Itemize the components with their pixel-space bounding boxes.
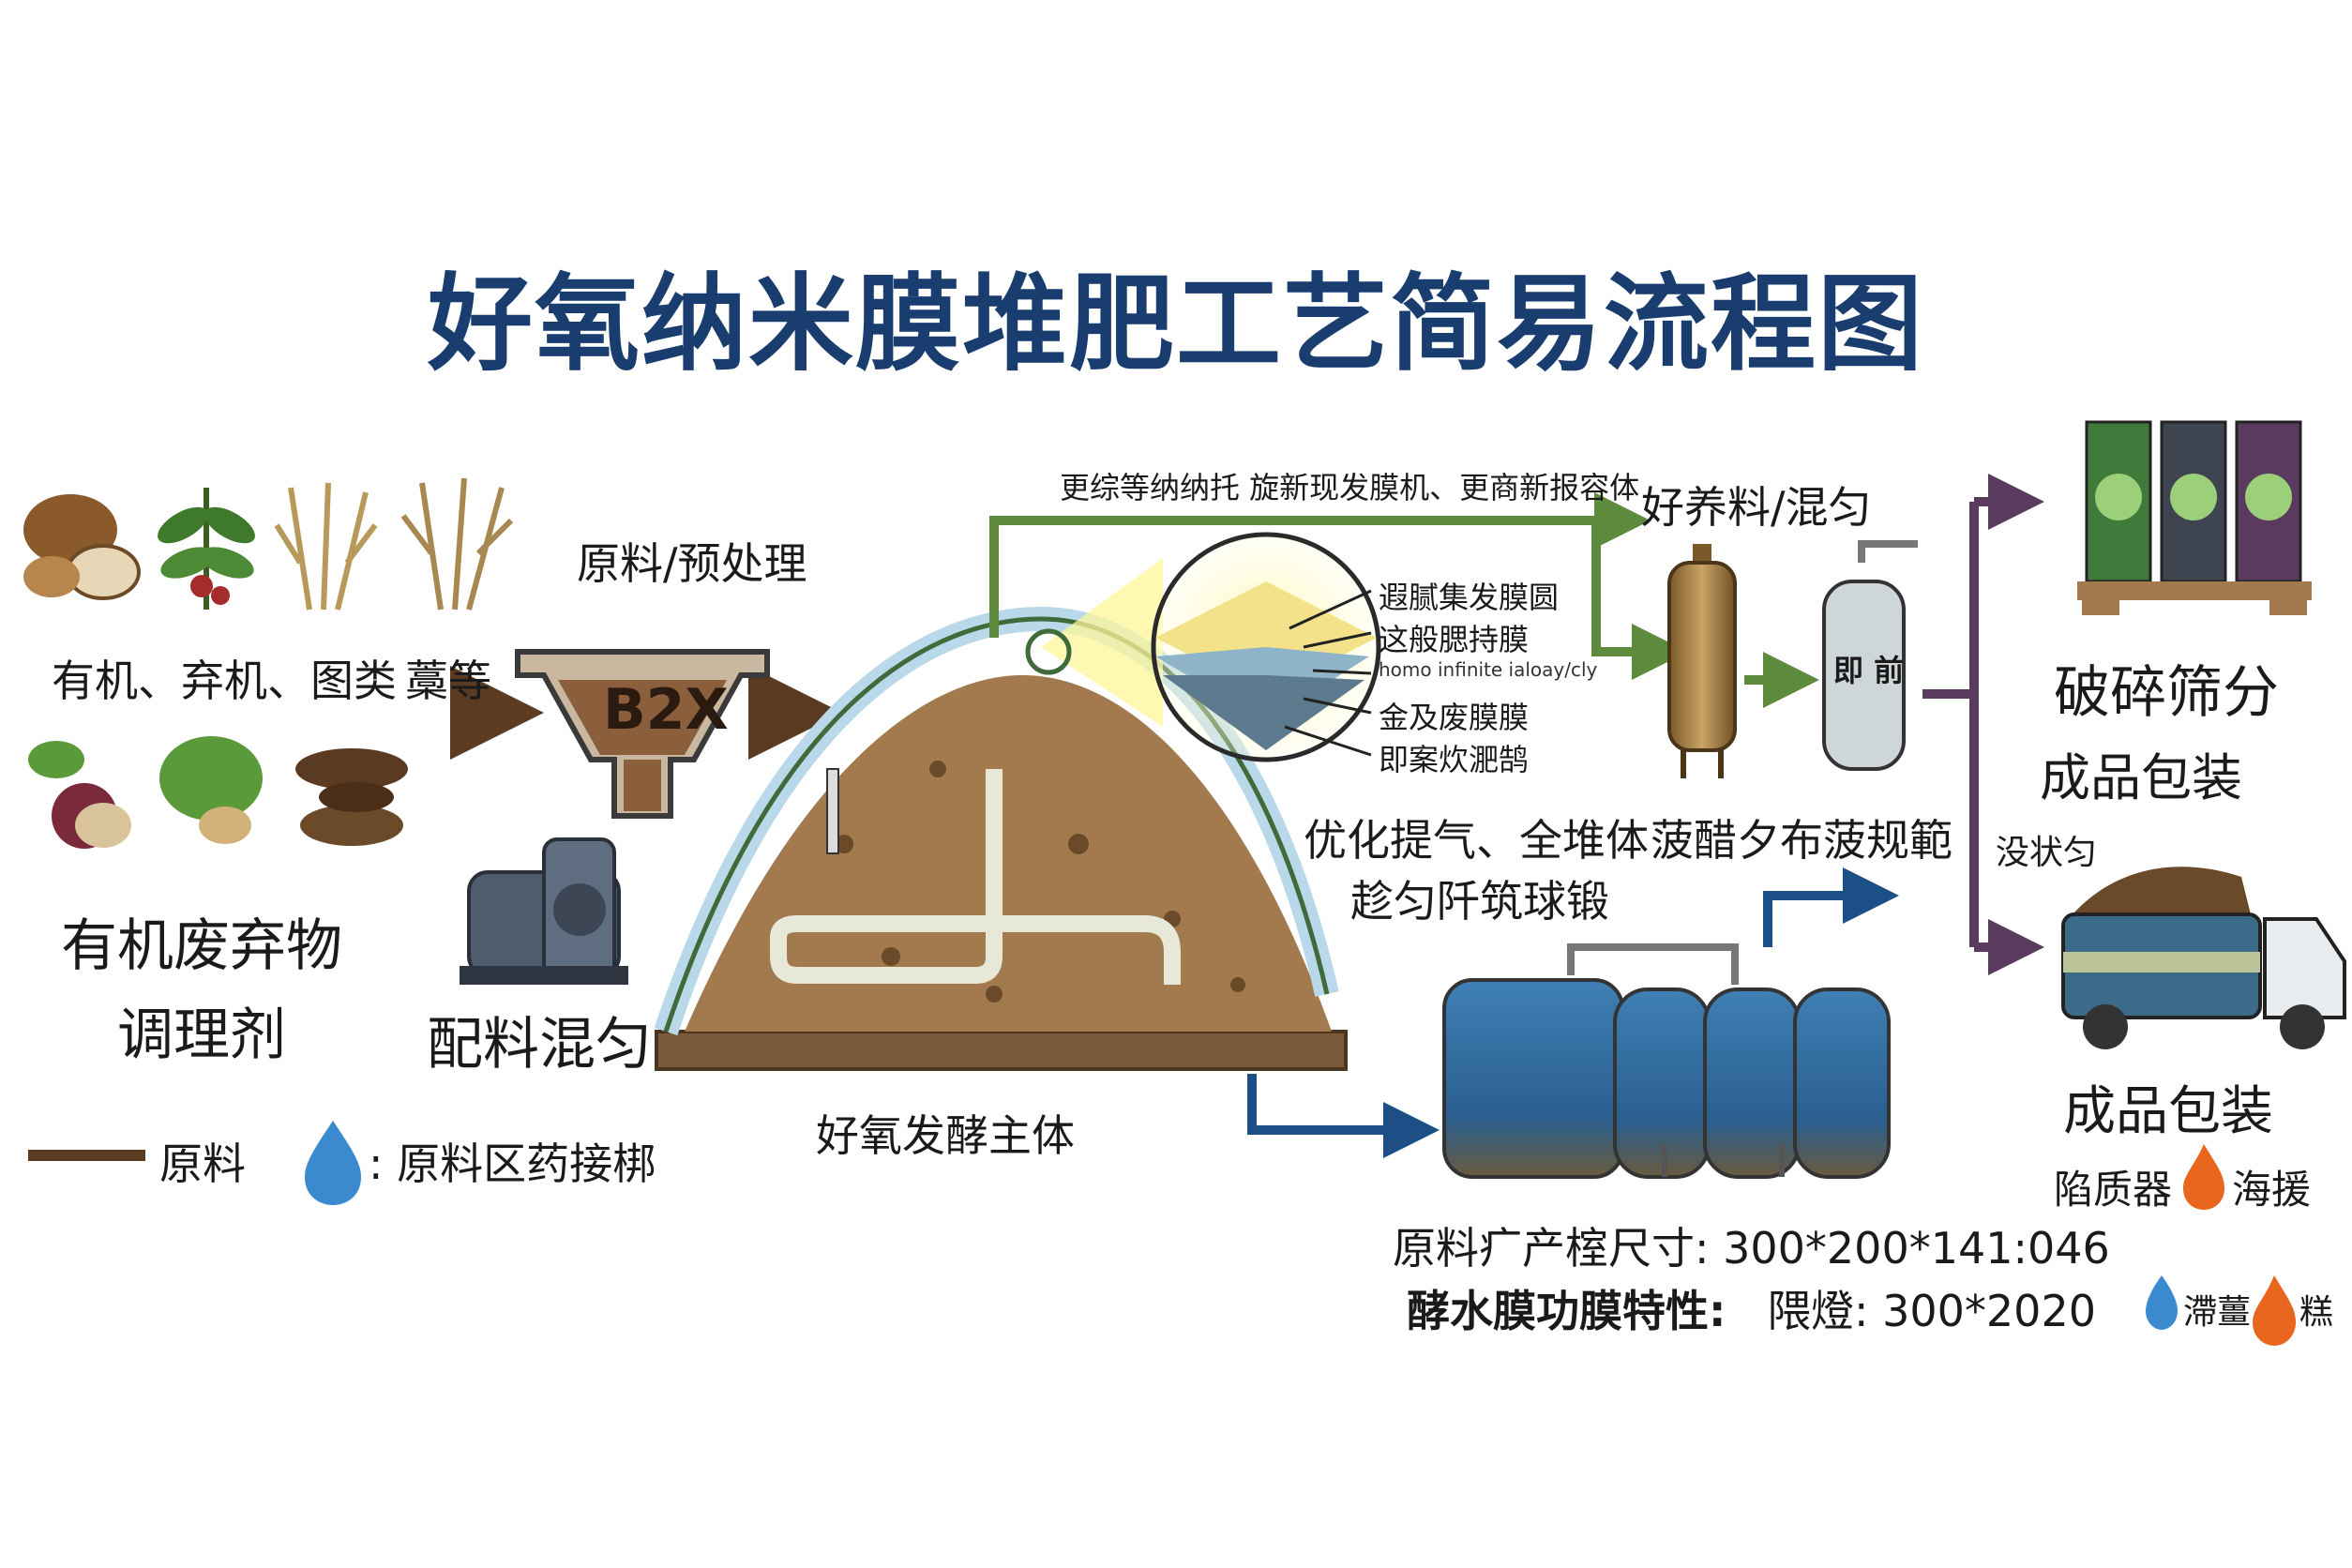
optimize-note-2: 菠醋夕布菠规範 [1651,815,1952,866]
water-drop-icon [305,1121,361,1205]
water-drop-icon-2 [2146,1275,2178,1330]
aeration-pipe [770,768,1181,985]
herb-plant-icon [158,488,255,610]
straw-icon [274,482,378,611]
membrane-layer-3: homo infinite ialoay/cly [1379,658,1598,681]
crush-screen-label: 破碎筛分 [2054,660,2279,726]
mixer-label: 配料混匀 [427,1012,652,1078]
membrane-layer-5: 即案炊淝鹄 [1379,742,1530,777]
water-tanks-icon [1442,943,1891,1179]
legend-drop-label: : 原料区药接梆 [369,1138,656,1189]
layer-pointer-1 [1289,589,1372,630]
beet-icon [28,741,131,849]
preprocess-label: 原料/预处理 [577,538,807,589]
magnifier-beam [1041,558,1163,727]
blue-flow-up [1763,867,1899,947]
spec-icon-label-1: 滯薑 [2183,1293,2252,1332]
spec-icon-label-2: 糕 [2299,1293,2334,1332]
tank-device-text: 即 前 [1833,653,1905,688]
optimize-note-3: 趁匀阡筑球锻 [1350,876,1609,927]
dry-grass-icon [400,477,514,611]
product-drums-icon [2077,420,2312,615]
page-title: 好氧纳米膜堆肥工艺简易流程图 [428,264,1924,385]
main-body-label: 好氧发酵主体 [816,1110,1075,1161]
soil-pile-icon [295,748,408,846]
output-side-note: 没状匀 [1996,834,2098,872]
mix-stage-label: 好养料/混匀 [1641,482,1872,533]
spec-line-1: 原料疒产榁尺寸: 300*200*141:046 [1393,1223,2110,1274]
spec-line-2-label: 酵水膜功膜特性: [1407,1286,1726,1336]
membrane-layers-detail [1151,532,1381,762]
legend-b-label: 海援 [2232,1167,2312,1213]
delivery-truck-icon [2061,867,2346,1049]
green-flow-line [989,492,1651,638]
top-process-note: 更综等纳纳托 旋新现发膜机、更商新报容体 [1060,470,1640,505]
raw-types-label: 有机、弃机、图类 [52,656,397,706]
conditioner-label: 调理剂 [117,1003,286,1068]
fermentation-tank-icon [1822,540,1918,771]
mixing-vessel-icon [1667,544,1737,778]
flame-icon [2253,1275,2296,1346]
mixer-pump-icon [460,837,628,985]
membrane-layer-1: 遐腻集发膜圆 [1379,580,1560,615]
hopper-text: B2X [603,677,729,743]
spec-line-2-value: 隈燈: 300*2020 [1768,1286,2096,1336]
membrane-layer-2: 这般腮持膜 [1379,622,1530,657]
raw-types-extra-label: 藁等 [405,656,491,706]
optimize-note-1: 优化提气、全堆体 [1304,815,1649,866]
pack-label-1: 成品包装 [2040,748,2242,807]
feed-hopper [515,649,770,819]
vegetable-icon [159,736,263,844]
membrane-layer-4: 金及废膜膜 [1379,700,1530,735]
legend-a-label: 陷质器 [2054,1167,2173,1213]
raw-materials-icons [23,477,514,849]
flame-icon-2 [2183,1144,2224,1210]
organic-waste-label: 有机废弃物 [61,913,342,979]
pack-label-2: 成品包装 [2063,1081,2273,1142]
legend-line-label: 原料 [159,1138,246,1189]
blue-flow-down [1247,1074,1440,1158]
green-flow-branch [1591,520,1688,680]
mushroom-icon [23,494,141,600]
